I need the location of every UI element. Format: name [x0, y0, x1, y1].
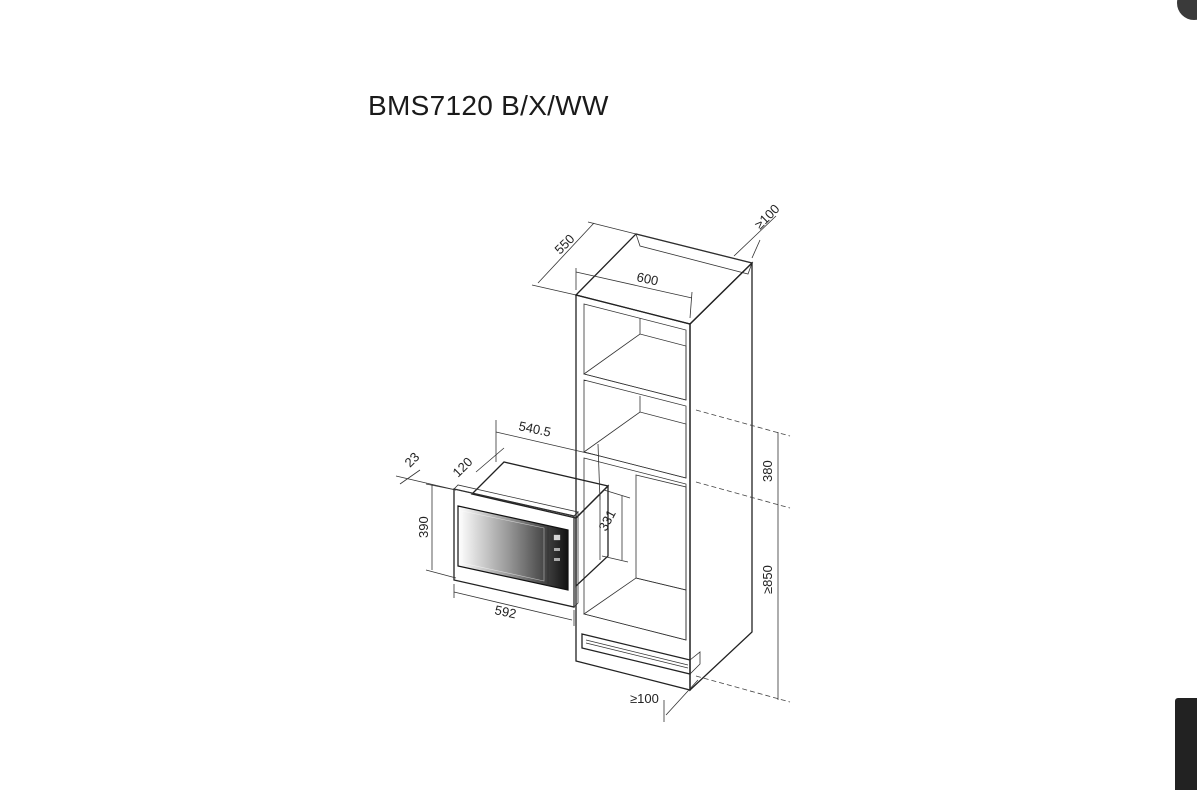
side-tab[interactable]: [1175, 698, 1197, 790]
dim-body-height: 331: [595, 507, 618, 533]
cabinet-plinth: [581, 633, 691, 675]
cabinet: [574, 233, 754, 692]
dim-bottom-clearance: ≥100: [630, 691, 659, 706]
upper-shelf: [583, 333, 687, 401]
dim-body-offset: 120: [450, 454, 476, 480]
dim-cabinet-width: 600: [635, 269, 659, 288]
dim-appliance-width: 592: [493, 602, 517, 621]
dim-cabinet-depth: 550: [552, 231, 578, 257]
dim-floor-height: ≥850: [760, 565, 775, 594]
corner-badge: [1177, 0, 1197, 20]
microwave-body-top: [470, 461, 610, 519]
dim-appliance-height: 390: [416, 516, 431, 538]
cabinet-top: [574, 233, 754, 325]
microwave-body-side: [575, 484, 609, 588]
cabinet-top-opening: [635, 233, 753, 275]
niche-back: [635, 474, 687, 591]
niche-floor: [583, 577, 687, 641]
dim-front-thickness: 23: [402, 449, 423, 470]
upper-compartment: [583, 303, 687, 401]
cabinet-front: [575, 294, 691, 691]
dim-top-clearance: ≥100: [752, 201, 783, 232]
dim-niche-height: 380: [760, 460, 775, 482]
model-title: BMS7120 B/X/WW: [368, 90, 609, 121]
dim-appliance-depth: 540.5: [517, 418, 552, 439]
dimension-lines: [395, 215, 791, 722]
cabinet-side: [689, 261, 753, 692]
microwave: [453, 461, 610, 608]
middle-shelf: [583, 411, 687, 479]
middle-compartment: [583, 379, 687, 479]
microwave-door-glass: [457, 505, 569, 591]
